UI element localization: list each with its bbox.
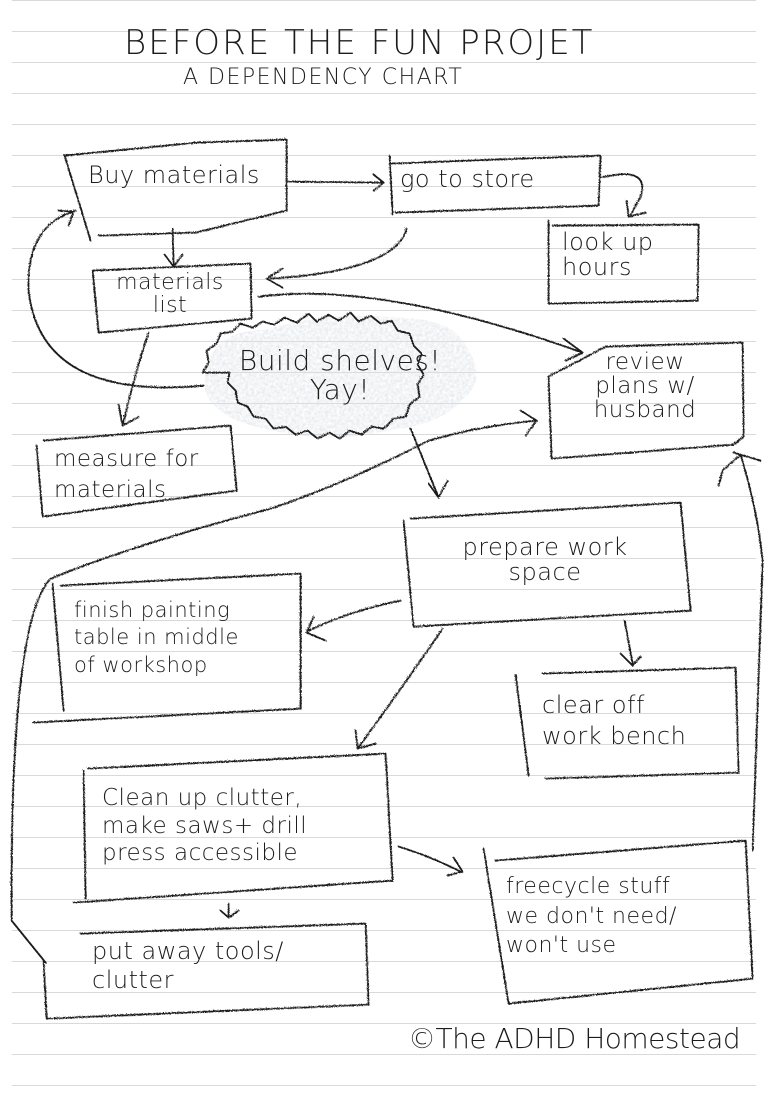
goal-build-shelves: Build shelves! Yay!: [238, 344, 442, 407]
node-clean-up-clutter: Clean up clutter, make saws+ drill press…: [102, 785, 308, 867]
edge-store-to-list: [265, 227, 407, 288]
box-measure-materials: [35, 424, 237, 517]
node-go-to-store: go to store: [400, 165, 535, 193]
edge-prepare-to-finish: [305, 599, 401, 641]
box-review-plans: [547, 341, 744, 459]
node-look-up-hours: look up hours: [562, 228, 654, 282]
chart-title: BEFORE THE FUN PROJET: [124, 23, 595, 63]
box-buy-materials: [63, 138, 287, 241]
node-measure-materials: measure for materials: [54, 446, 199, 504]
edge-list-to-measure: [117, 331, 149, 426]
edge-buy-to-store: [287, 173, 384, 191]
goal-cloud-outline: [201, 311, 424, 439]
edge-clean-to-freecycle: [397, 845, 463, 876]
box-look-up-hours: [547, 219, 699, 304]
box-go-to-store: [388, 154, 601, 215]
node-prepare-work-space: prepare work space: [462, 533, 628, 587]
edge-prepare-to-clear: [619, 619, 641, 666]
edge-putaway-to-review: [10, 409, 537, 963]
node-put-away-tools: put away tools/ clutter: [92, 937, 284, 994]
edge-buy-to-list: [163, 227, 183, 267]
edge-goal-to-buy: [26, 209, 204, 388]
node-finish-painting: finish painting table in middle of works…: [74, 598, 239, 677]
node-clear-work-bench: clear off work bench: [542, 691, 687, 751]
box-clean-up-clutter: [72, 752, 393, 903]
node-freecycle: freecycle stuff we don't need/ won't use: [506, 874, 677, 959]
box-finish-painting: [31, 572, 301, 723]
box-freecycle: [482, 839, 753, 1004]
edge-store-to-hours: [599, 172, 646, 217]
box-materials-list: [91, 262, 252, 333]
node-buy-materials: Buy materials: [88, 161, 260, 189]
node-materials-list: materials list: [116, 270, 224, 319]
box-prepare-work-space: [402, 501, 691, 627]
chart-subtitle: A DEPENDENCY CHART: [183, 65, 464, 90]
edge-clean-to-putaway: [219, 902, 239, 918]
box-clear-work-bench: [514, 666, 739, 779]
edge-goal-to-prepare: [409, 427, 448, 498]
box-put-away-tools: [42, 922, 369, 1019]
copyright-credit: ©The ADHD Homestead: [408, 1022, 741, 1055]
node-review-plans: review plans w/ husband: [593, 349, 697, 424]
edge-list-to-review: [257, 292, 583, 361]
edge-freecycle-to-review: [717, 451, 763, 851]
edge-prepare-to-clean: [354, 627, 443, 749]
